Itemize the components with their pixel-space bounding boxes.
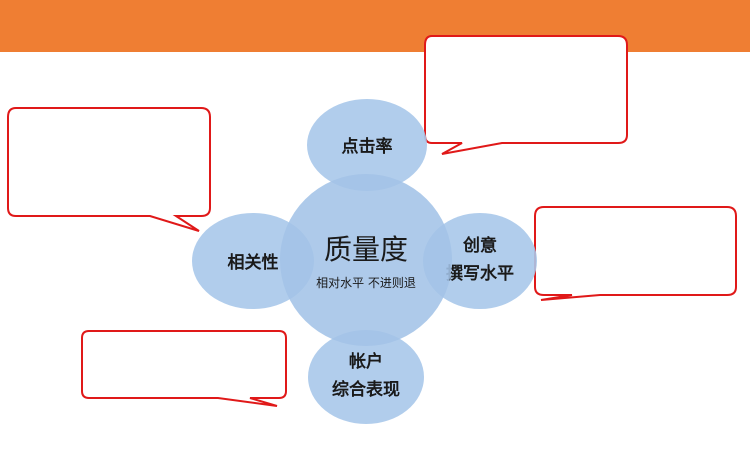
factor-creative: 创意 撰写水平 (423, 213, 537, 309)
factor-relevance-label: 相关性 (228, 252, 279, 273)
callout-top-left (7, 107, 211, 232)
callout-top-right (424, 35, 628, 155)
factor-creative-line-2: 撰写水平 (446, 263, 514, 284)
factor-click-rate: 点击率 (307, 99, 427, 191)
center-title: 质量度 (324, 233, 408, 266)
factor-creative-line-1: 创意 (462, 235, 497, 256)
factor-account-line-2: 综合表现 (332, 379, 400, 400)
factor-click-rate-label: 点击率 (342, 136, 393, 157)
factor-account-line-1: 帐户 (349, 351, 383, 372)
center-subtitle: 相对水平 不进则退 (316, 276, 416, 290)
factor-account: 帐户 综合表现 (308, 330, 424, 424)
callout-bottom-left (81, 330, 287, 407)
center-quality-score: 质量度 相对水平 不进则退 (280, 174, 452, 346)
callout-right (534, 206, 737, 301)
